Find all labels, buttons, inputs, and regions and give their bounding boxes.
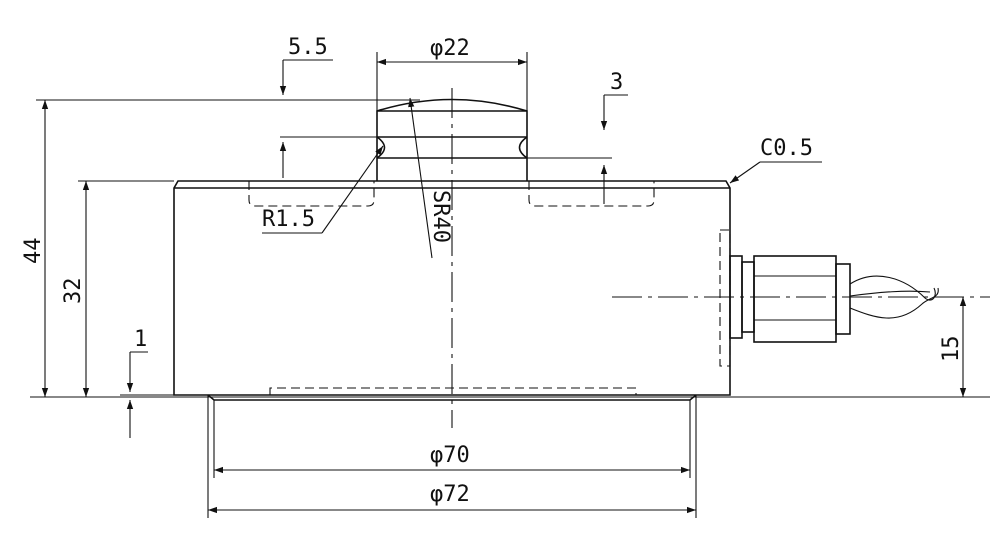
dim-label: 3	[610, 70, 623, 95]
dim-base-diameter-outer: φ72	[207, 395, 697, 518]
dim-total-height: 44	[21, 99, 420, 397]
dim-label: φ22	[430, 36, 470, 61]
dim-chamfer: C0.5	[729, 136, 822, 184]
dim-label: φ70	[430, 443, 470, 468]
connector-hidden-flange	[719, 229, 731, 367]
dim-label: 32	[61, 278, 86, 305]
connector-tail	[835, 263, 851, 335]
dim-label: SR40	[428, 190, 453, 243]
dim-label: 15	[939, 336, 964, 363]
dim-label: C0.5	[760, 136, 813, 161]
dim-fillet-radius: R1.5	[262, 145, 384, 234]
cable-strand-bottom	[849, 287, 939, 319]
left-hidden-recess	[248, 181, 375, 207]
cable-strand-top	[849, 275, 936, 301]
left-groove-fillet	[376, 136, 386, 159]
leader-arrow	[729, 161, 761, 184]
dim-base-diameter-inner: φ70	[213, 400, 691, 478]
cable-connector	[719, 229, 939, 367]
dim-label: R1.5	[262, 207, 315, 232]
dim-body-height: 32	[61, 180, 174, 397]
connector-nut	[753, 255, 837, 343]
cable-strand-mid	[849, 290, 931, 297]
dim-cable-height: 15	[939, 297, 967, 397]
right-groove-fillet	[518, 136, 528, 159]
dim-label: 1	[134, 327, 147, 352]
dim-groove-depth: 3	[527, 70, 628, 204]
dim-head-diameter: φ22	[376, 36, 528, 111]
leader-arrow	[321, 145, 384, 234]
dim-label: 5.5	[288, 35, 328, 60]
dim-sphere-radius: SR40	[408, 97, 453, 259]
dim-base-step: 1	[120, 327, 174, 438]
base-hidden-recess	[269, 387, 637, 395]
right-hidden-recess	[528, 181, 655, 207]
dim-label: 44	[21, 238, 46, 265]
dim-top-groove-width: 5.5	[279, 35, 377, 178]
dim-label: φ72	[430, 482, 470, 507]
leader-arrow	[408, 97, 433, 259]
